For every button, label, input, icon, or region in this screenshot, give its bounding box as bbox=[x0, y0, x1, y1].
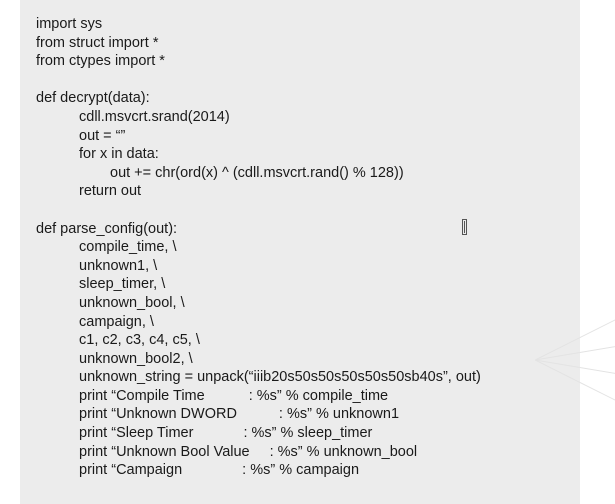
code-line-print: print “Sleep Timer : %s” % sleep_timer bbox=[36, 424, 481, 443]
print-label: print “Compile Time bbox=[79, 387, 205, 404]
code-line-print: print “Campaign : %s” % campaign bbox=[36, 461, 481, 480]
code-line: out = “” bbox=[79, 127, 126, 144]
print-format: : %s” % sleep_timer bbox=[243, 425, 373, 442]
code-line-print: print “Unknown DWORD : %s” % unknown1 bbox=[36, 405, 481, 424]
code-line-print: print “Unknown Bool Value : %s” % unknown… bbox=[36, 443, 481, 462]
code-line: for x in data: bbox=[79, 146, 159, 163]
code-line: campaign, \ bbox=[79, 313, 154, 330]
print-format: : %s” % compile_time bbox=[248, 387, 389, 404]
decorative-lines-icon bbox=[535, 319, 615, 401]
code-line: import sys bbox=[36, 16, 103, 32]
print-label: print “Unknown DWORD bbox=[79, 406, 237, 423]
print-label: print “Unknown Bool Value bbox=[79, 443, 250, 460]
code-line: compile_time, \ bbox=[79, 239, 177, 256]
code-line: from struct import * bbox=[36, 34, 159, 51]
code-line: def parse_config(out): bbox=[36, 220, 178, 237]
code-line: sleep_timer, \ bbox=[79, 276, 166, 293]
code-line: def decrypt(data): bbox=[36, 90, 150, 107]
blank-line bbox=[36, 71, 481, 90]
code-line: unknown_bool, \ bbox=[79, 294, 185, 311]
code-line: return out bbox=[79, 183, 142, 200]
code-line: unknown_bool2, \ bbox=[79, 350, 193, 367]
code-line: from ctypes import * bbox=[36, 53, 165, 70]
code-listing-box bbox=[20, 0, 580, 504]
print-format: : %s” % campaign bbox=[242, 462, 360, 479]
print-format: : %s” % unknown_bool bbox=[269, 443, 418, 460]
code-line: unknown_string = unpack(“iiib20s50s50s50… bbox=[79, 369, 481, 386]
text-cursor-icon bbox=[462, 219, 467, 235]
print-format: : %s” % unknown1 bbox=[278, 406, 400, 423]
code-line: out += chr(ord(x) ^ (cdll.msvcrt.rand() … bbox=[110, 164, 404, 181]
code-line: unknown1, \ bbox=[79, 257, 158, 274]
code-line-print: print “Compile Time : %s” % compile_time bbox=[36, 387, 481, 406]
print-label: print “Campaign bbox=[79, 462, 183, 479]
print-label: print “Sleep Timer bbox=[79, 425, 194, 442]
blank-line bbox=[36, 201, 481, 220]
code-line: cdll.msvcrt.srand(2014) bbox=[79, 108, 230, 125]
code-line: c1, c2, c3, c4, c5, \ bbox=[79, 332, 200, 349]
code-listing: import sys from struct import * from ctype… bbox=[36, 15, 481, 480]
